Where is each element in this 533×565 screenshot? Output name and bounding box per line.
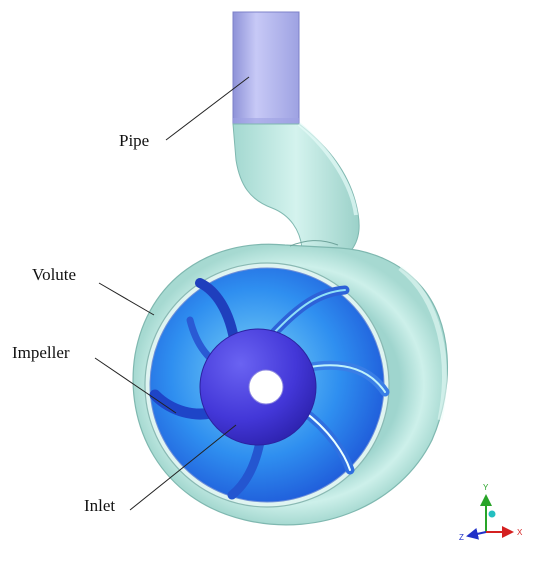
impeller-label: Impeller [12,343,70,362]
inlet-label: Inlet [84,496,115,515]
pipe-part [233,12,299,124]
volute-neck [233,124,359,252]
impeller-part [145,263,389,507]
coordinate-triad-icon: Y X Z [459,483,523,542]
volute-leader [99,283,154,315]
volute-label: Volute [32,265,76,284]
axis-x-label: X [517,528,523,537]
pipe-label: Pipe [119,131,149,150]
axis-z-label: Z [459,533,464,542]
axis-y-label: Y [483,483,489,492]
